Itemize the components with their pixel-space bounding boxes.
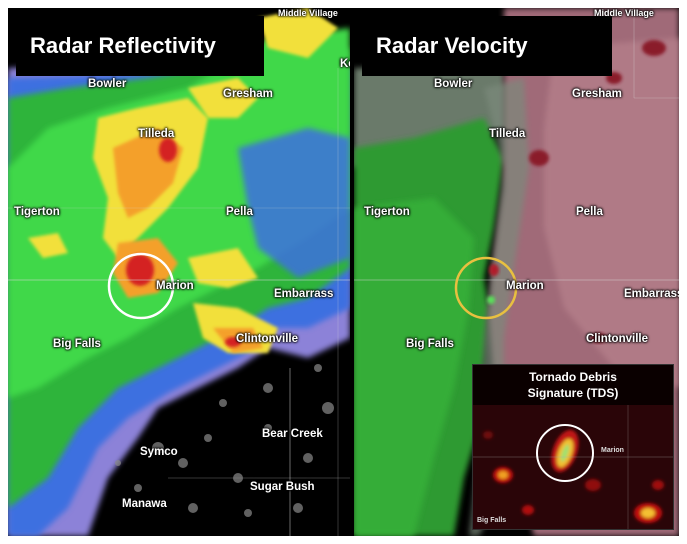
tds-inset-map: [473, 365, 673, 529]
reflectivity-highlight-circle: [107, 252, 175, 320]
tds-title-line2: Signature (TDS): [527, 386, 619, 400]
town-clintonville: Clintonville: [236, 333, 298, 345]
town-bowler: Bowler: [88, 78, 127, 90]
velocity-title: Radar Velocity: [362, 16, 612, 76]
velocity-town-big-falls: Big Falls: [406, 338, 454, 350]
town-top-cut: Middle Village: [278, 8, 338, 18]
tds-title-line1: Tornado Debris: [529, 370, 617, 384]
velocity-highlight-circle: [454, 256, 518, 320]
velocity-town-pella: Pella: [576, 206, 603, 218]
town-pella: Pella: [226, 206, 253, 218]
tds-highlight-circle: [536, 424, 594, 482]
town-tigerton: Tigerton: [14, 206, 60, 218]
tds-inset-title: Tornado Debris Signature (TDS): [473, 369, 673, 401]
town-symco: Symco: [140, 446, 178, 458]
velocity-town-tigerton: Tigerton: [364, 206, 410, 218]
town-gresham: Gresham: [223, 88, 273, 100]
velocity-town-tilleda: Tilleda: [489, 128, 526, 140]
velocity-town-top-cut: Middle Village: [594, 8, 654, 18]
velocity-town-gresham: Gresham: [572, 88, 622, 100]
town-bear-creek: Bear Creek: [262, 428, 323, 440]
radar-comparison-figure: Radar Reflectivity Bowler Gresham Middle…: [8, 8, 679, 536]
velocity-town-embarrass: Embarrass: [624, 288, 679, 300]
tds-town-big-falls: Big Falls: [477, 517, 507, 524]
reflectivity-map: [8, 8, 350, 536]
town-tilleda: Tilleda: [138, 128, 175, 140]
tds-inset: Tornado Debris Signature (TDS) Marion Bi…: [472, 364, 674, 530]
town-sugar-bush: Sugar Bush: [250, 481, 315, 493]
reflectivity-title: Radar Reflectivity: [16, 16, 264, 76]
town-marion: Marion: [156, 280, 194, 292]
tds-town-marion: Marion: [601, 447, 624, 454]
reflectivity-panel: Radar Reflectivity Bowler Gresham Middle…: [8, 8, 350, 536]
velocity-town-clintonville: Clintonville: [586, 333, 648, 345]
town-manawa: Manawa: [122, 498, 167, 510]
velocity-town-marion: Marion: [506, 280, 544, 292]
velocity-town-bowler: Bowler: [434, 78, 473, 90]
velocity-panel: Radar Velocity Bowler Gresham Middle Vil…: [354, 8, 679, 536]
town-embarrass: Embarrass: [274, 288, 334, 300]
town-big-falls: Big Falls: [53, 338, 101, 350]
town-ke: Ke: [340, 58, 350, 70]
